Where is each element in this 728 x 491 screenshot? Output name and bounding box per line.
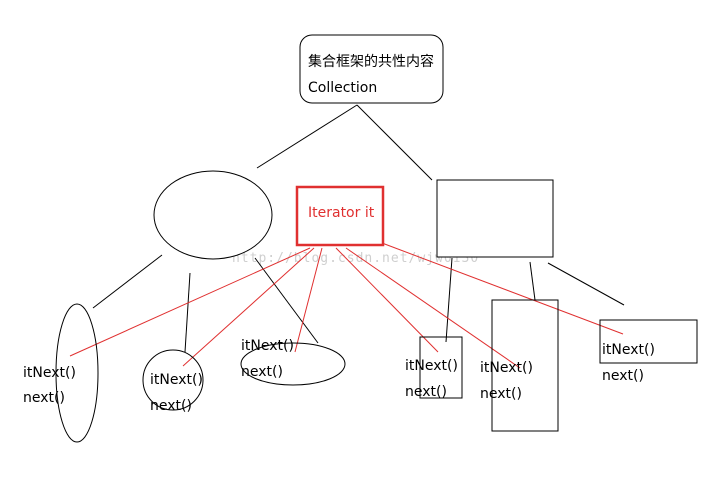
small-rect-node [419,336,463,399]
wide-rect-node [599,319,698,364]
root-to-rect-line [356,104,433,181]
flat-ellipse-method2: next() [241,364,283,380]
iterator-line-6 [381,242,624,335]
iterator-line-5 [345,247,521,369]
iterator-box [295,185,385,247]
tall-ellipse-method2: next() [23,390,65,406]
rect-to-wide-rect-line [547,262,625,306]
iterator-line-4 [335,247,439,353]
wide-rect-method1: itNext() [602,342,655,358]
tall-ellipse-node [55,303,99,443]
list-ellipse [153,170,273,260]
hierarchy-lines [92,104,625,353]
ellipse-to-circle-line [184,272,191,353]
root-collection-label: Collection [308,80,377,96]
tall-rect-method2: next() [480,386,522,402]
iterator-line-3 [294,247,323,353]
ellipse-to-flat-ellipse-line [254,257,319,344]
root-title: 集合框架的共性内容 [308,53,434,70]
ellipse-to-tall-ellipse-line [92,254,163,309]
iterator-line-2 [182,247,315,367]
iterator-line-1 [69,247,311,357]
small-rect-method1: itNext() [405,358,458,374]
iterator-label: Iterator it [308,205,375,221]
rect-to-tall-rect-line [529,261,536,301]
tall-rect-method1: itNext() [480,360,533,376]
tall-ellipse-method1: itNext() [23,365,76,381]
small-circle-node [142,349,204,411]
wide-rect-method2: next() [602,368,644,384]
rect-to-small-rect-line [445,257,453,343]
root-to-ellipse-line [256,104,358,169]
small-circle-method2: next() [150,398,192,414]
flat-ellipse-method1: itNext() [241,338,294,354]
set-rect [436,179,554,258]
watermark: http://blog.csdn.net/wjw0130 [232,251,479,266]
tall-rect-node [491,299,559,432]
small-rect-method2: next() [405,384,447,400]
flat-ellipse-node [240,342,346,386]
small-circle-method1: itNext() [150,372,203,388]
root-box [299,34,444,104]
iterator-lines [69,242,624,369]
